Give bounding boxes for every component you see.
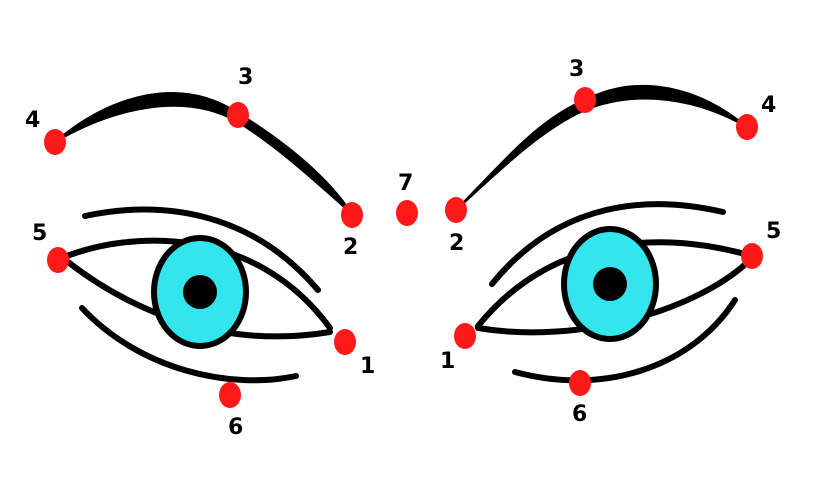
left-marker-6 [219, 382, 241, 408]
right-eyebrow [455, 84, 748, 211]
left-label-5: 5 [32, 221, 47, 246]
left-pupil [183, 275, 217, 309]
right-label-1: 1 [440, 349, 455, 374]
right-marker-1 [454, 323, 476, 349]
left-marker-5 [47, 247, 69, 273]
right-label-6: 6 [572, 402, 587, 427]
left-upper-lid-crease [82, 206, 321, 293]
right-label-3: 3 [569, 57, 584, 82]
left-label-2: 2 [343, 235, 358, 260]
left-lower-lid-crease [79, 305, 299, 384]
right-marker-6 [569, 370, 591, 396]
left-label-4: 4 [25, 108, 40, 133]
right-lower-lid-crease [512, 297, 738, 384]
right-label-2: 2 [449, 231, 464, 256]
center-label-7: 7 [398, 171, 413, 196]
right-pupil [593, 267, 627, 301]
right-marker-2 [445, 197, 467, 223]
landmark-markers [44, 87, 763, 408]
right-label-4: 4 [761, 93, 776, 118]
landmark-labels: 1 2 3 4 5 6 7 1 2 3 4 5 6 [25, 57, 781, 440]
right-label-5: 5 [766, 219, 781, 244]
left-marker-3 [227, 102, 249, 128]
left-label-3: 3 [238, 65, 253, 90]
left-marker-1 [334, 329, 356, 355]
left-eyebrow [54, 92, 353, 215]
left-marker-2 [341, 202, 363, 228]
right-marker-4 [736, 114, 758, 140]
left-label-1: 1 [360, 354, 375, 379]
center-marker-7 [396, 200, 418, 226]
right-marker-5 [741, 243, 763, 269]
right-marker-3 [574, 87, 596, 113]
left-marker-4 [44, 129, 66, 155]
right-upper-lid-crease [489, 201, 726, 287]
left-eye-group [54, 92, 353, 384]
left-label-6: 6 [228, 415, 243, 440]
right-eye-group [455, 84, 755, 384]
